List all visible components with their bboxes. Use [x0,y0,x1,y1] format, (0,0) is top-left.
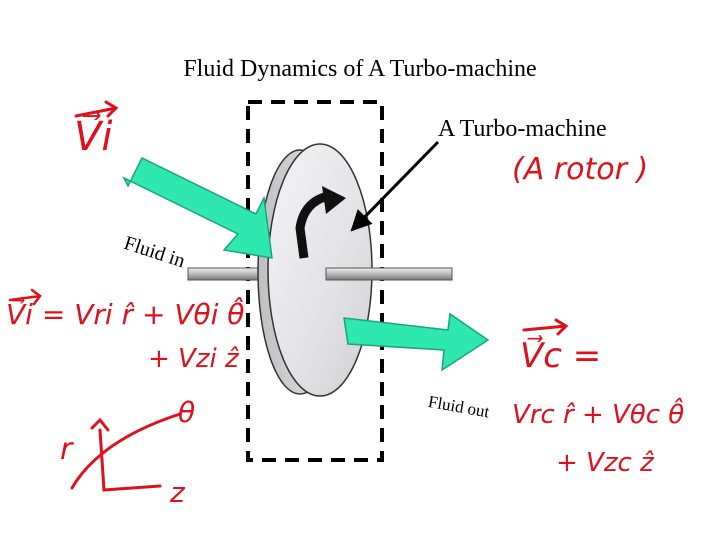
turbomachine-label: A Turbo-machine [438,116,607,142]
vi-equation-line1: V⃗i = Vri r̂ + Vθi θ̂ [6,298,245,331]
vi-equation-line2: + Vzi ẑ [148,344,239,374]
theta-curve-icon [70,412,182,490]
vc-equation-line1: Vrc r̂ + Vθc θ̂ [512,400,685,430]
vi-eq-overbar-icon [8,288,42,306]
vc-vector-label: V⃗c = [520,336,602,376]
rotor-note: (A rotor ) [512,152,649,187]
label-pointer-arrow [350,140,440,232]
outlet-flow-arrow [343,312,490,372]
vi-vector-overbar-icon [74,100,119,118]
theta-unit-label: θ [178,396,196,429]
vc-vector-overbar-icon [522,318,569,336]
r-axis-arrowhead-icon [90,417,110,432]
vc-equation-line2: + Vzc ẑ [556,448,654,478]
page-title: Fluid Dynamics of A Turbo-machine [183,56,537,82]
shaft-right [325,267,453,281]
inlet-flow-arrow [122,156,273,259]
vi-vector-label: V⃗i [74,114,113,160]
control-volume-box [246,100,384,462]
r-axis-label: r [60,432,73,467]
coord-axes-icon [98,428,162,492]
rotation-arrow [295,191,330,259]
z-axis-label: z [170,476,185,509]
rotation-arrow-head [322,186,346,214]
